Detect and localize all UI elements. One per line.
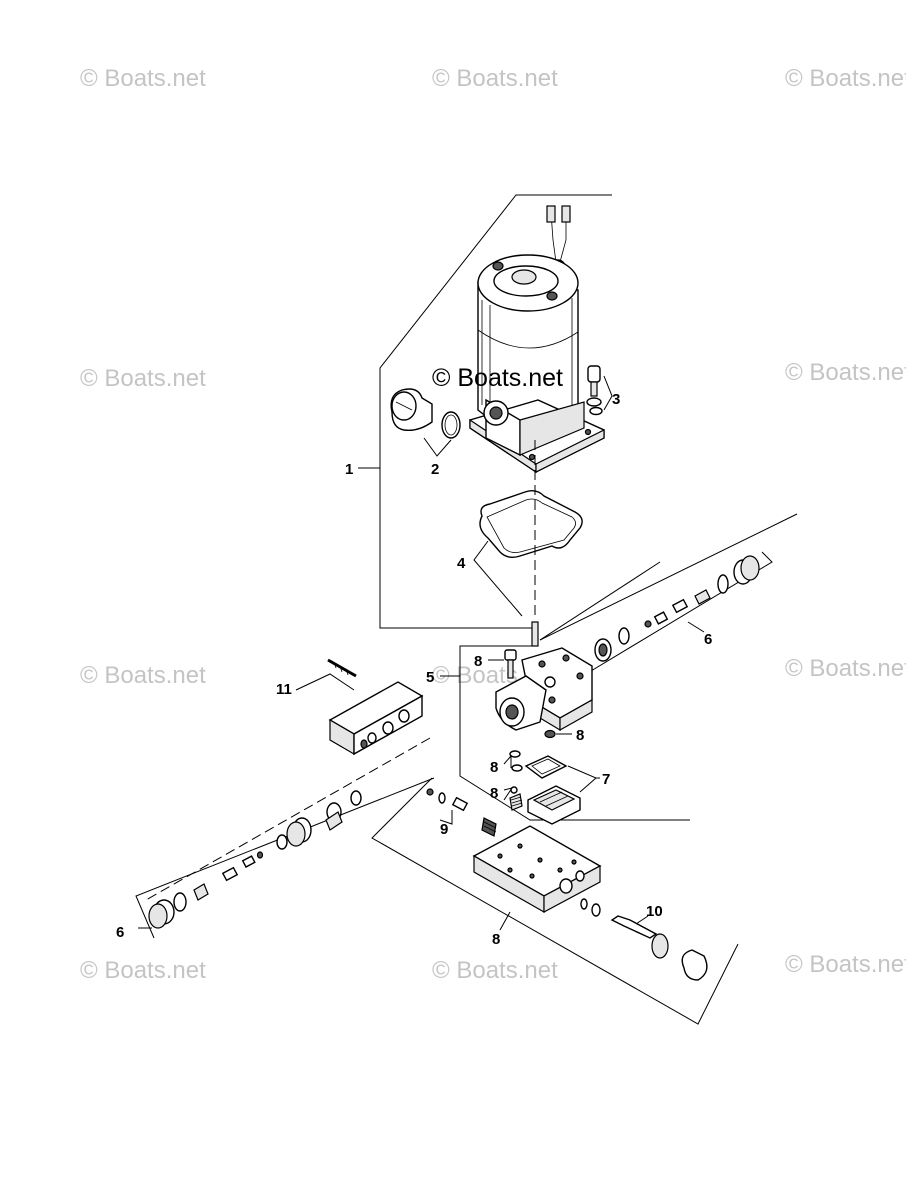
bracket-6-upper	[539, 513, 798, 641]
screw-washer	[586, 365, 603, 416]
leader-9	[439, 810, 453, 825]
manual-release-valve	[580, 898, 708, 981]
callout-8-spring: 8	[490, 785, 498, 802]
callout-labels: 1 2 3 4 5 6 6 7 8 8 8 8 8 9 10 11	[116, 391, 712, 948]
bracket-8	[371, 777, 739, 1025]
watermark: © Boats.net	[785, 65, 906, 92]
watermark: © Boats.net	[785, 951, 906, 978]
watermark: © Boats.net	[80, 662, 206, 689]
leader-8c	[503, 754, 512, 768]
callout-8-o-ring: 8	[490, 759, 498, 776]
pump-motor	[469, 205, 605, 474]
leader-4	[473, 540, 523, 617]
screw	[504, 649, 517, 679]
callout-7: 7	[602, 771, 610, 788]
watermark: © Boats.net	[785, 655, 906, 682]
watermark-center: © Boats.net	[432, 364, 563, 392]
callout-6-upper: 6	[704, 631, 712, 648]
watermark: © Boats.net	[80, 65, 206, 92]
callout-2: 2	[431, 461, 439, 478]
leader-2	[423, 437, 452, 457]
washer	[544, 729, 556, 739]
leader-6-upper	[687, 621, 705, 633]
callout-5: 5	[426, 669, 434, 686]
callout-8-plate: 8	[492, 931, 500, 948]
watermark: © Boats.net	[432, 65, 558, 92]
watermark: © Boats.net	[80, 365, 206, 392]
fill-plug	[390, 388, 461, 439]
watermark: © Boats.net	[80, 957, 206, 984]
wire-terminal	[546, 205, 556, 223]
bracket-6-lower	[135, 777, 435, 939]
bracket-1	[379, 194, 612, 629]
check-valve	[426, 788, 497, 837]
leader-7	[567, 765, 597, 793]
valve-body	[495, 647, 593, 732]
valve-row-upper	[594, 555, 760, 662]
watermark-layer: © Boats.net © Boats.net © Boats.net © Bo…	[80, 65, 906, 984]
callout-11: 11	[276, 681, 292, 698]
manifold-plate	[472, 825, 602, 914]
callout-10: 10	[646, 903, 663, 920]
callout-8-washer: 8	[576, 727, 584, 744]
filter-gasket	[524, 755, 581, 825]
leader-10	[635, 915, 649, 925]
bracket-6-upper	[539, 561, 661, 641]
callout-9: 9	[440, 821, 448, 838]
cover-block	[327, 658, 424, 756]
callout-6-lower: 6	[116, 924, 124, 941]
callout-8-screw: 8	[474, 653, 482, 670]
callout-1: 1	[345, 461, 353, 478]
dowel-pin	[531, 621, 539, 647]
small-o-rings	[509, 750, 523, 772]
leader-11	[295, 673, 355, 691]
bracket-5	[459, 645, 690, 821]
callout-4: 4	[457, 555, 466, 572]
leader-8d	[503, 787, 514, 801]
bracket-6-upper	[585, 551, 773, 675]
callout-3: 3	[612, 391, 620, 408]
leader-3	[603, 375, 613, 411]
watermark: © Boats.net	[432, 957, 558, 984]
leader-8e	[499, 911, 511, 931]
gasket	[479, 489, 583, 559]
spring-ball	[509, 786, 523, 811]
watermark: © Boats.net	[785, 359, 906, 386]
valve-row-lower	[148, 790, 362, 929]
wire-terminal	[561, 205, 571, 223]
